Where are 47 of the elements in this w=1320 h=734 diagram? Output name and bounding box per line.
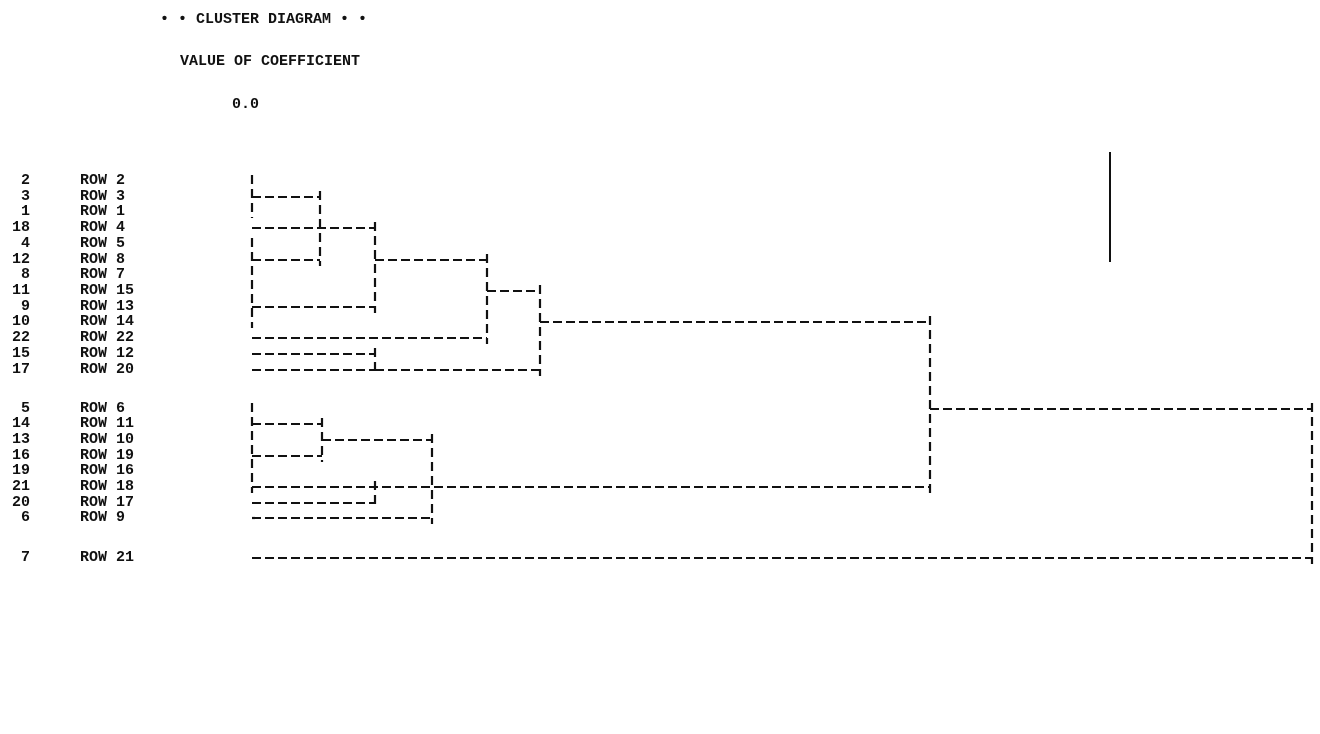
case-number: 16 <box>12 448 30 464</box>
case-number: 6 <box>21 510 30 526</box>
case-number: 22 <box>12 330 30 346</box>
case-number: 4 <box>21 236 30 252</box>
row-label: ROW 6 <box>80 401 125 417</box>
case-number: 9 <box>21 299 30 315</box>
row-label: ROW 22 <box>80 330 134 346</box>
case-number: 13 <box>12 432 30 448</box>
case-number: 5 <box>21 401 30 417</box>
row-label: ROW 20 <box>80 362 134 378</box>
case-number: 18 <box>12 220 30 236</box>
row-label: ROW 17 <box>80 495 134 511</box>
row-label: ROW 2 <box>80 173 125 189</box>
scale-value: 0.0 <box>232 97 259 113</box>
row-label: ROW 3 <box>80 189 125 205</box>
axis-title: VALUE OF COEFFICIENT <box>180 54 361 70</box>
case-number: 14 <box>12 416 30 432</box>
row-label: ROW 15 <box>80 283 134 299</box>
case-number: 11 <box>12 283 30 299</box>
case-number: 1 <box>21 204 30 220</box>
case-number: 12 <box>12 252 30 268</box>
case-number: 8 <box>21 267 30 283</box>
case-number: 10 <box>12 314 30 330</box>
row-label: ROW 11 <box>80 416 134 432</box>
case-number: 20 <box>12 495 30 511</box>
diagram-title: • • CLUSTER DIAGRAM • • <box>160 12 368 28</box>
row-label: ROW 14 <box>80 314 134 330</box>
row-label: ROW 8 <box>80 252 125 268</box>
case-number: 2 <box>21 173 30 189</box>
row-label: ROW 5 <box>80 236 125 252</box>
row-label: ROW 19 <box>80 448 134 464</box>
case-number: 15 <box>12 346 30 362</box>
row-label: ROW 16 <box>80 463 134 479</box>
case-number: 3 <box>21 189 30 205</box>
row-label: ROW 4 <box>80 220 125 236</box>
case-number: 21 <box>12 479 30 495</box>
case-number: 17 <box>12 362 30 378</box>
row-label: ROW 10 <box>80 432 134 448</box>
row-label: ROW 21 <box>80 550 134 566</box>
case-number: 19 <box>12 463 30 479</box>
row-label: ROW 7 <box>80 267 125 283</box>
row-label: ROW 1 <box>80 204 125 220</box>
row-label: ROW 18 <box>80 479 134 495</box>
row-label: ROW 12 <box>80 346 134 362</box>
case-number: 7 <box>21 550 30 566</box>
row-label: ROW 13 <box>80 299 134 315</box>
row-label: ROW 9 <box>80 510 125 526</box>
